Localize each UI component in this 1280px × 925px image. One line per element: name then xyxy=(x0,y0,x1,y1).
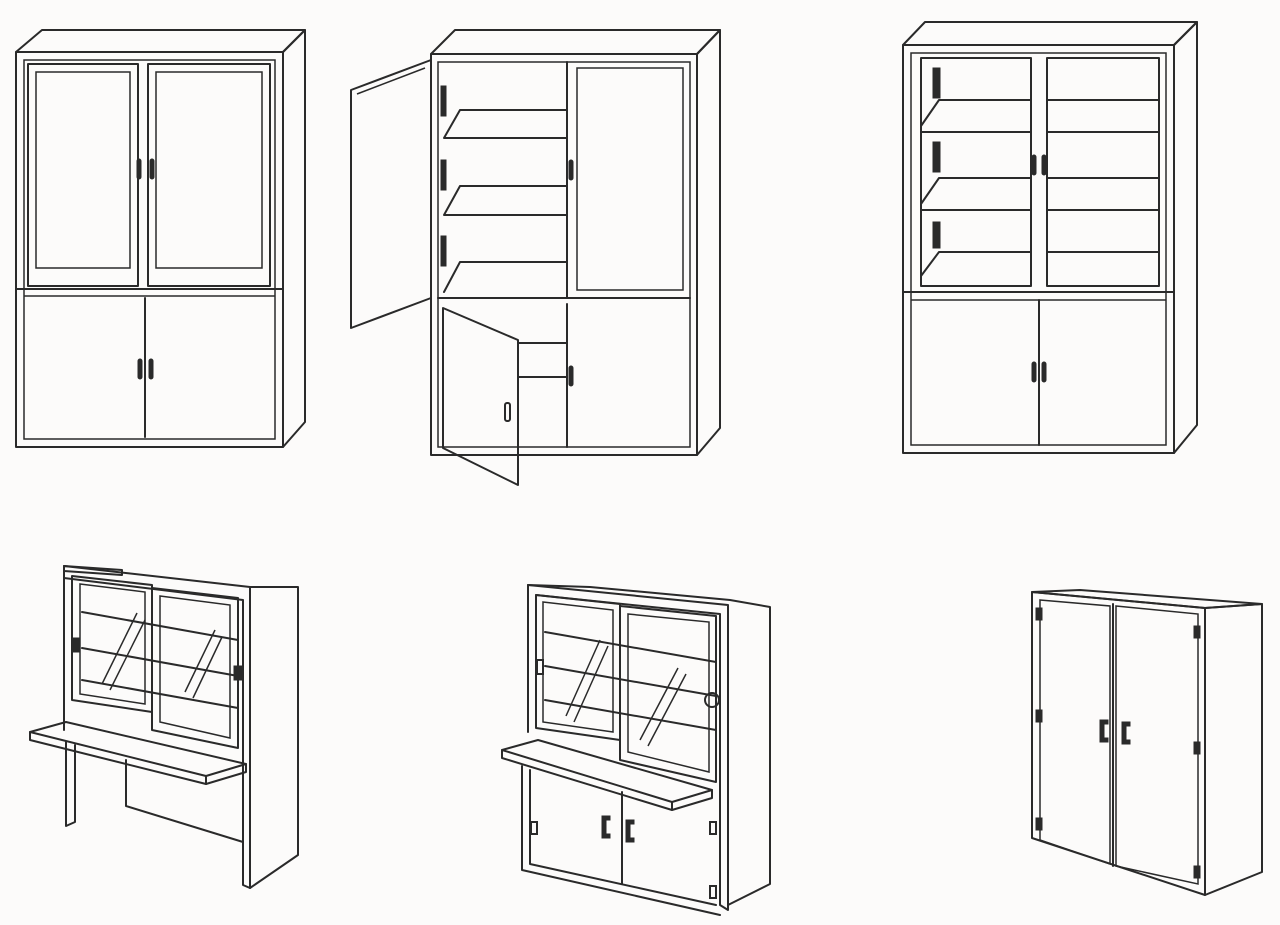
sliding-glass-unit-over-base-cupboard xyxy=(501,584,771,916)
door-handle-icon xyxy=(136,158,142,180)
double-door-storage-cabinet xyxy=(1031,589,1263,896)
tall-glazed-cabinet-open xyxy=(350,29,721,486)
tall-glazed-cabinet-closed xyxy=(15,29,306,448)
tall-glass-cabinet-with-shelves xyxy=(902,21,1198,454)
sliding-glass-wall-unit-with-ledge xyxy=(29,565,299,889)
